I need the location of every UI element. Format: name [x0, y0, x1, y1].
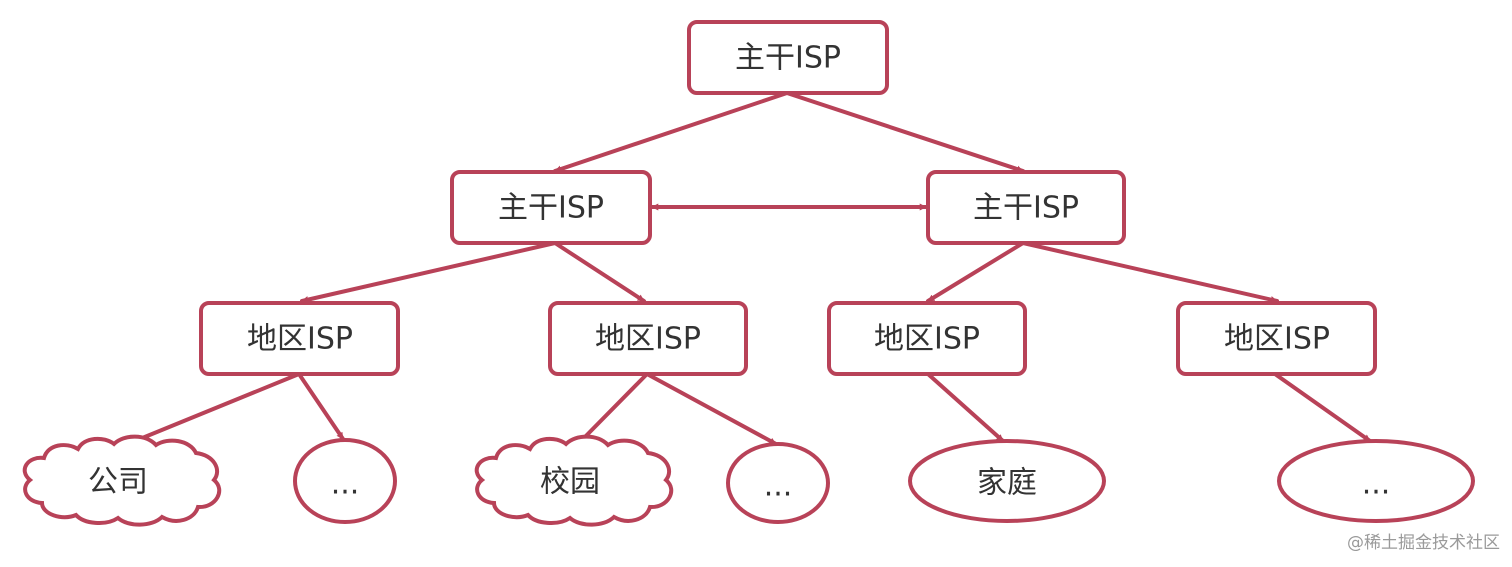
more-2-ellipse — [726, 442, 830, 524]
edge-right-to-regional-3 — [926, 241, 1025, 303]
more-3-label: ... — [1362, 467, 1391, 502]
backbone-isp-left-label: 主干ISP — [498, 191, 604, 226]
regional-isp-4-label: 地区ISP — [1224, 322, 1330, 357]
backbone-isp-right-box — [926, 170, 1126, 245]
watermark-text: @稀土掘金技术社区 — [1347, 533, 1500, 553]
more-1-label: ... — [331, 467, 360, 502]
regional-isp-1-box — [199, 301, 400, 376]
home-label: 家庭 — [977, 466, 1037, 501]
more-1-ellipse — [293, 438, 397, 524]
regional-isp-3-box — [827, 301, 1027, 376]
campus-label: 校园 — [540, 465, 600, 500]
edge-regional-3-to-home — [926, 372, 1005, 443]
regional-isp-1-label: 地区ISP — [247, 322, 353, 357]
edge-right-to-regional-4 — [1021, 241, 1279, 304]
company-cloud-shape — [22, 434, 222, 527]
backbone-isp-top-label: 主干ISP — [735, 41, 841, 76]
edge-regional-4-to-more-3 — [1273, 372, 1372, 443]
regional-isp-4-box — [1176, 301, 1377, 376]
backbone-isp-left-box — [450, 170, 652, 245]
edge-top-to-right — [785, 91, 1025, 173]
edge-top-to-left — [553, 91, 789, 173]
regional-isp-2-box — [548, 301, 748, 376]
backbone-isp-right-label: 主干ISP — [973, 191, 1079, 226]
edge-left-to-regional-1 — [300, 241, 557, 304]
regional-isp-3-label: 地区ISP — [874, 322, 980, 357]
edge-regional-2-to-campus — [576, 372, 649, 446]
campus-cloud-shape — [474, 434, 674, 527]
edge-regional-2-to-more-2 — [645, 372, 778, 446]
edge-regional-1-to-more-1 — [297, 372, 345, 441]
company-label: 公司 — [88, 465, 148, 500]
edge-left-to-regional-2 — [553, 241, 646, 303]
home-ellipse — [908, 439, 1106, 523]
more-3-ellipse — [1277, 439, 1475, 523]
edge-regional-1-to-company — [128, 372, 301, 445]
backbone-isp-top-box — [687, 20, 889, 95]
more-2-label: ... — [764, 469, 793, 504]
regional-isp-2-label: 地区ISP — [595, 322, 701, 357]
